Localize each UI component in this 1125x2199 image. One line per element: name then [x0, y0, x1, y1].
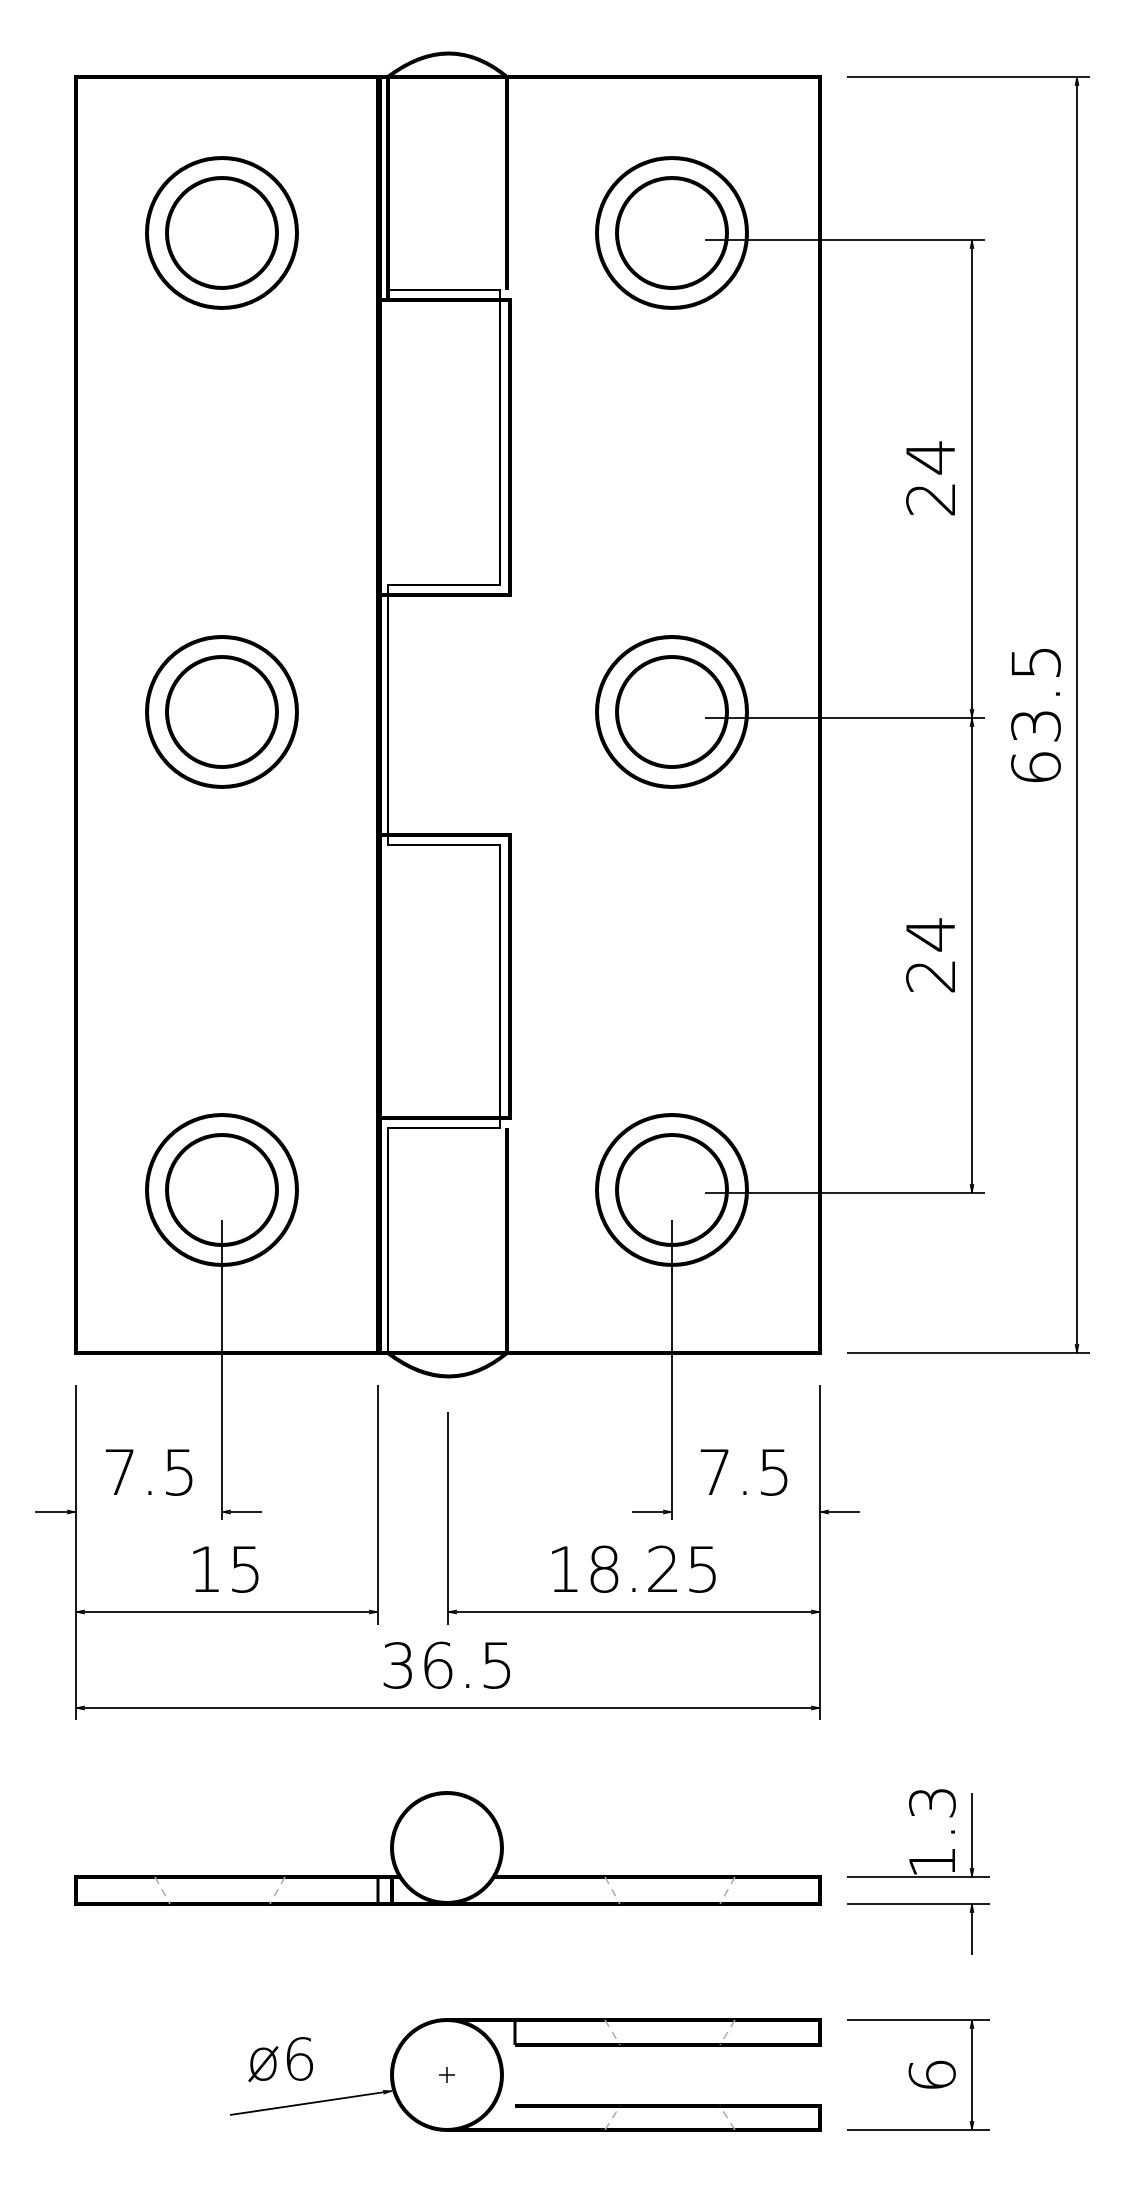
dim-24-lower-text: 24	[894, 913, 971, 997]
knuckle-top-cap	[386, 51, 509, 79]
open-knuckle-pin	[390, 1791, 504, 1905]
dim-6-text: 6	[897, 2055, 970, 2094]
closed-bottom-leaf	[447, 2104, 822, 2132]
knuckle-bottom-cap	[386, 1351, 509, 1379]
dim-24-upper-text: 24	[894, 436, 971, 520]
screw-hole-top-right	[595, 156, 749, 310]
dimension-lines	[35, 76, 1090, 1720]
dim-6-closed	[229, 2019, 990, 2131]
closed-top-leaf	[447, 2018, 822, 2047]
dim-7-5-left-text: 7.5	[101, 1437, 200, 1510]
side-view-closed	[390, 2018, 822, 2132]
pin-diameter-leader	[229, 2091, 392, 2116]
closed-pin-center-mark	[439, 2067, 455, 2083]
dim-18-25-text: 18.25	[545, 1534, 723, 1607]
open-hidden-lines	[154, 1876, 736, 1905]
knuckle-joint-line-inner	[387, 77, 501, 1353]
screw-hole-top-left	[145, 156, 299, 310]
front-view	[74, 51, 822, 1379]
right-leaf	[378, 75, 822, 1355]
open-right-leaf	[390, 1875, 822, 1906]
side-view-open	[74, 1791, 822, 1906]
dim-pin-diameter-text: ø6	[246, 2026, 318, 2094]
screw-hole-middle-right	[595, 635, 749, 789]
dim-1-3-text: 1.3	[897, 1783, 970, 1882]
dim-63-5-text: 63.5	[999, 642, 1076, 789]
knuckle-joint-line	[376, 77, 512, 1353]
dim-7-5-right-text: 7.5	[696, 1437, 795, 1510]
dim-36-5-text: 36.5	[379, 1630, 517, 1703]
closed-hidden-lines	[604, 2019, 736, 2131]
left-leaf	[74, 75, 380, 1355]
dim-1-3	[847, 1793, 990, 1955]
open-left-leaf	[74, 1875, 394, 1906]
screw-hole-middle-left	[145, 635, 299, 789]
dim-15-text: 15	[187, 1534, 266, 1607]
